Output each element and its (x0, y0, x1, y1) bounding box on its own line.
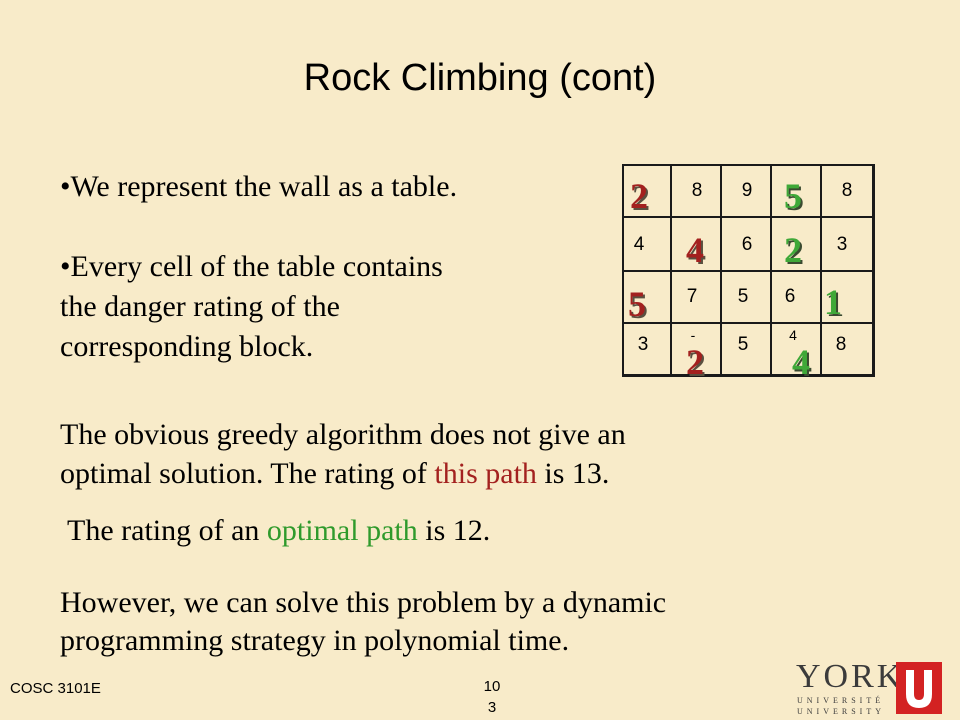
bullet-wall-table: •We represent the wall as a table. (60, 170, 458, 203)
optimal-path-marker: 4 (792, 342, 810, 382)
grid-line (720, 164, 722, 374)
optimal-path-marker: 1 (824, 282, 842, 322)
optimal-path-label: optimal path (266, 514, 418, 547)
grid-line (622, 322, 872, 324)
optimal-line: The rating of an optimal path is 12. (67, 512, 490, 550)
greedy-path-marker: 2 (686, 342, 704, 382)
greedy-line1: The obvious greedy algorithm does not gi… (60, 418, 626, 451)
optimal-post: is 12. (417, 514, 491, 547)
greedy-line2: optimal solution. The rating of this pat… (60, 455, 609, 493)
grid-line (622, 216, 872, 218)
greedy-line2-post: is 13. (536, 457, 610, 490)
table-cell: 5 (737, 334, 749, 355)
table-cell: 8 (841, 180, 853, 201)
greedy-path-marker: 2 (630, 176, 648, 216)
grid-line (770, 164, 772, 374)
wall-table: 8 9 8 4 6 3 7 5 6 3 - 5 4 8 2 4 5 2 5 2 … (622, 164, 875, 380)
logo-sub-english: UNIVERSITY (797, 707, 885, 716)
table-cell: 6 (741, 234, 753, 255)
york-emblem-icon (896, 662, 942, 714)
grid-line (820, 164, 822, 374)
table-cell: 3 (637, 334, 649, 355)
optimal-path-marker: 2 (784, 230, 802, 270)
greedy-path-marker: 4 (686, 230, 704, 270)
course-code: COSC 3101E (10, 680, 101, 697)
greedy-path-marker: 5 (628, 284, 646, 324)
table-cell: 6 (784, 286, 796, 307)
bullet-cell-line3: corresponding block. (60, 330, 314, 363)
table-cell: 7 (686, 286, 698, 307)
slide-title: Rock Climbing (cont) (303, 57, 657, 99)
york-university-logo: YORK UNIVERSITÉ UNIVERSITY (794, 660, 954, 720)
greedy-path-label: this path (434, 457, 537, 490)
table-cell: 3 (836, 234, 848, 255)
grid-line (670, 164, 672, 374)
bullet-cell-line1: •Every cell of the table contains (60, 250, 443, 283)
logo-wordmark: YORK (796, 658, 905, 695)
table-cell: - (690, 327, 696, 343)
bullet-cell-line2: the danger rating of the (60, 290, 340, 323)
table-cell: 8 (691, 180, 703, 201)
table-cell: 8 (835, 334, 847, 355)
table-cell: 4 (789, 327, 797, 343)
grid-line (622, 270, 872, 272)
page-number: 10 3 (483, 678, 501, 716)
dp-line1: However, we can solve this problem by a … (60, 586, 667, 619)
table-cell: 9 (741, 180, 753, 201)
table-cell: 5 (737, 286, 749, 307)
greedy-line2-pre: optimal solution. The rating of (60, 457, 435, 490)
optimal-pre: The rating of an (67, 514, 267, 547)
dp-line2: programming strategy in polynomial time. (60, 624, 570, 657)
logo-sub-french: UNIVERSITÉ (797, 696, 885, 705)
table-cell: 4 (633, 234, 645, 255)
optimal-path-marker: 5 (784, 176, 802, 216)
